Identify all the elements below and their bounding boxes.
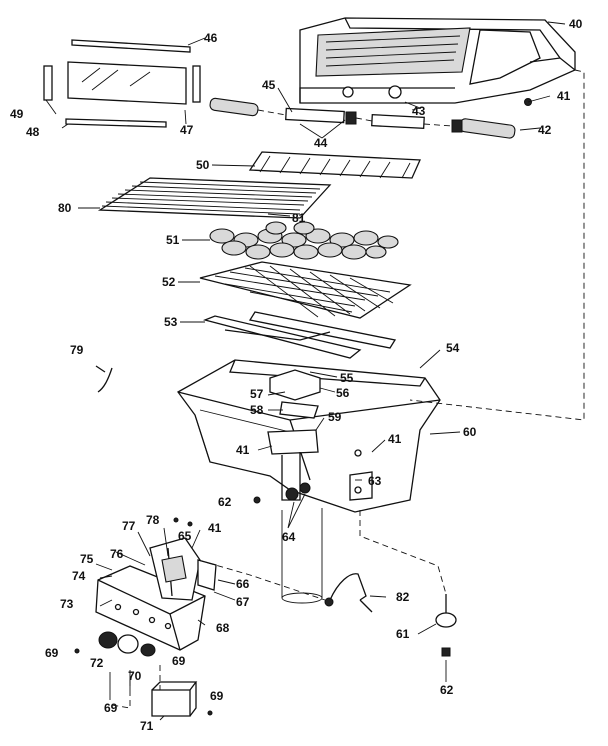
callout-69: 69: [210, 689, 224, 703]
callout-52: 52: [162, 275, 176, 289]
callout-79: 79: [70, 343, 84, 357]
screw-icon: [207, 710, 213, 716]
callout-69: 69: [104, 701, 118, 715]
screw-icon: [187, 521, 193, 527]
callout-59: 59: [328, 410, 342, 424]
lid-hood-assembly: [299, 17, 576, 104]
callout-labels: 40 41 42 43 44 45 46 47 48 49 50 80 81 5…: [10, 17, 583, 733]
lava-rock-bed: [209, 221, 399, 260]
callout-54: 54: [446, 341, 460, 355]
callout-76: 76: [110, 547, 124, 561]
callout-44: 44: [314, 136, 328, 150]
burner: [202, 311, 397, 359]
callout-80: 80: [58, 201, 72, 215]
callout-53: 53: [164, 315, 178, 329]
callout-42: 42: [538, 123, 552, 137]
screw-icon: [253, 496, 261, 504]
callout-41: 41: [208, 521, 222, 535]
callout-81: 81: [292, 211, 306, 225]
callout-60: 60: [463, 425, 477, 439]
callout-66: 66: [236, 577, 250, 591]
callout-78: 78: [146, 513, 160, 527]
callout-72: 72: [90, 656, 104, 670]
assembly-line: [111, 680, 131, 709]
window-glass-panel: [43, 39, 201, 128]
callout-71: 71: [140, 719, 154, 733]
valve-bracket: [149, 537, 217, 601]
callout-77: 77: [122, 519, 136, 533]
callout-62: 62: [218, 495, 232, 509]
callout-70: 70: [128, 669, 142, 683]
assembly-line: [409, 69, 585, 421]
igniter-wire: [97, 367, 113, 393]
callout-57: 57: [250, 387, 264, 401]
callout-69: 69: [172, 654, 186, 668]
callout-64: 64: [282, 530, 296, 544]
callout-41: 41: [557, 89, 571, 103]
lid-handle-left: [209, 97, 357, 125]
valve-tube: [281, 508, 323, 604]
callout-74: 74: [72, 569, 86, 583]
assembly-line: [197, 559, 326, 601]
nut-icon: [441, 647, 451, 657]
callout-67: 67: [236, 595, 250, 609]
gas-pipe: [329, 573, 367, 601]
lid-handle-right: [371, 113, 516, 139]
callout-65: 65: [178, 529, 192, 543]
screw-icon: [173, 517, 179, 523]
callout-56: 56: [336, 386, 350, 400]
callout-58: 58: [250, 403, 264, 417]
callout-48: 48: [26, 125, 40, 139]
callout-46: 46: [204, 31, 218, 45]
assembly-line: [359, 510, 447, 595]
callout-62: 62: [440, 683, 454, 697]
callout-41: 41: [236, 443, 250, 457]
rock-grate: [199, 261, 412, 319]
callout-40: 40: [569, 17, 583, 31]
warming-rack: [248, 151, 421, 179]
callout-63: 63: [368, 474, 382, 488]
callout-45: 45: [262, 78, 276, 92]
cooking-grate: [97, 177, 332, 219]
callout-41: 41: [388, 432, 402, 446]
callout-49: 49: [10, 107, 24, 121]
callout-50: 50: [196, 158, 210, 172]
callout-68: 68: [216, 621, 230, 635]
callout-73: 73: [60, 597, 74, 611]
callout-82: 82: [396, 590, 410, 604]
callout-61: 61: [396, 627, 410, 641]
clip-ring: [435, 612, 457, 628]
mount-bracket: [151, 689, 191, 717]
callout-75: 75: [80, 552, 94, 566]
callout-55: 55: [340, 371, 354, 385]
callout-43: 43: [412, 104, 426, 118]
callout-69: 69: [45, 646, 59, 660]
callout-51: 51: [166, 233, 180, 247]
callout-47: 47: [180, 123, 194, 137]
screw-icon: [74, 648, 80, 654]
